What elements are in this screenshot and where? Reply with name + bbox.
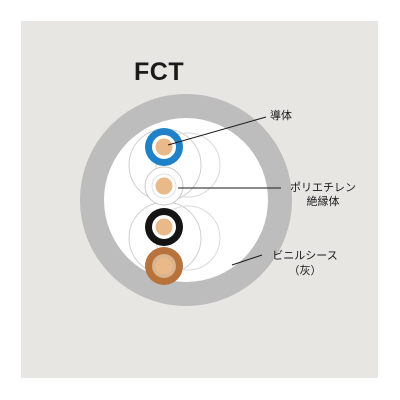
sheath-label-line2: （灰） — [288, 264, 322, 277]
diagram-title: FCT — [134, 58, 185, 86]
conductor-leader-line — [167, 116, 267, 146]
brown-core-conductor — [155, 257, 173, 275]
sheath-leader-line — [231, 254, 263, 266]
blue-core-conductor — [155, 138, 173, 156]
white-core-conductor — [155, 177, 173, 195]
inner-area — [104, 118, 268, 282]
core-outline-right-top — [155, 132, 221, 198]
sheath-label-line1: ビニルシース — [272, 249, 338, 262]
conductor-label: 導体 — [270, 109, 292, 122]
black-core-conductor — [155, 218, 173, 236]
insulation-label-line1: ポリエチレン — [290, 181, 356, 194]
insulation-label-line2: 絶縁体 — [306, 195, 340, 208]
